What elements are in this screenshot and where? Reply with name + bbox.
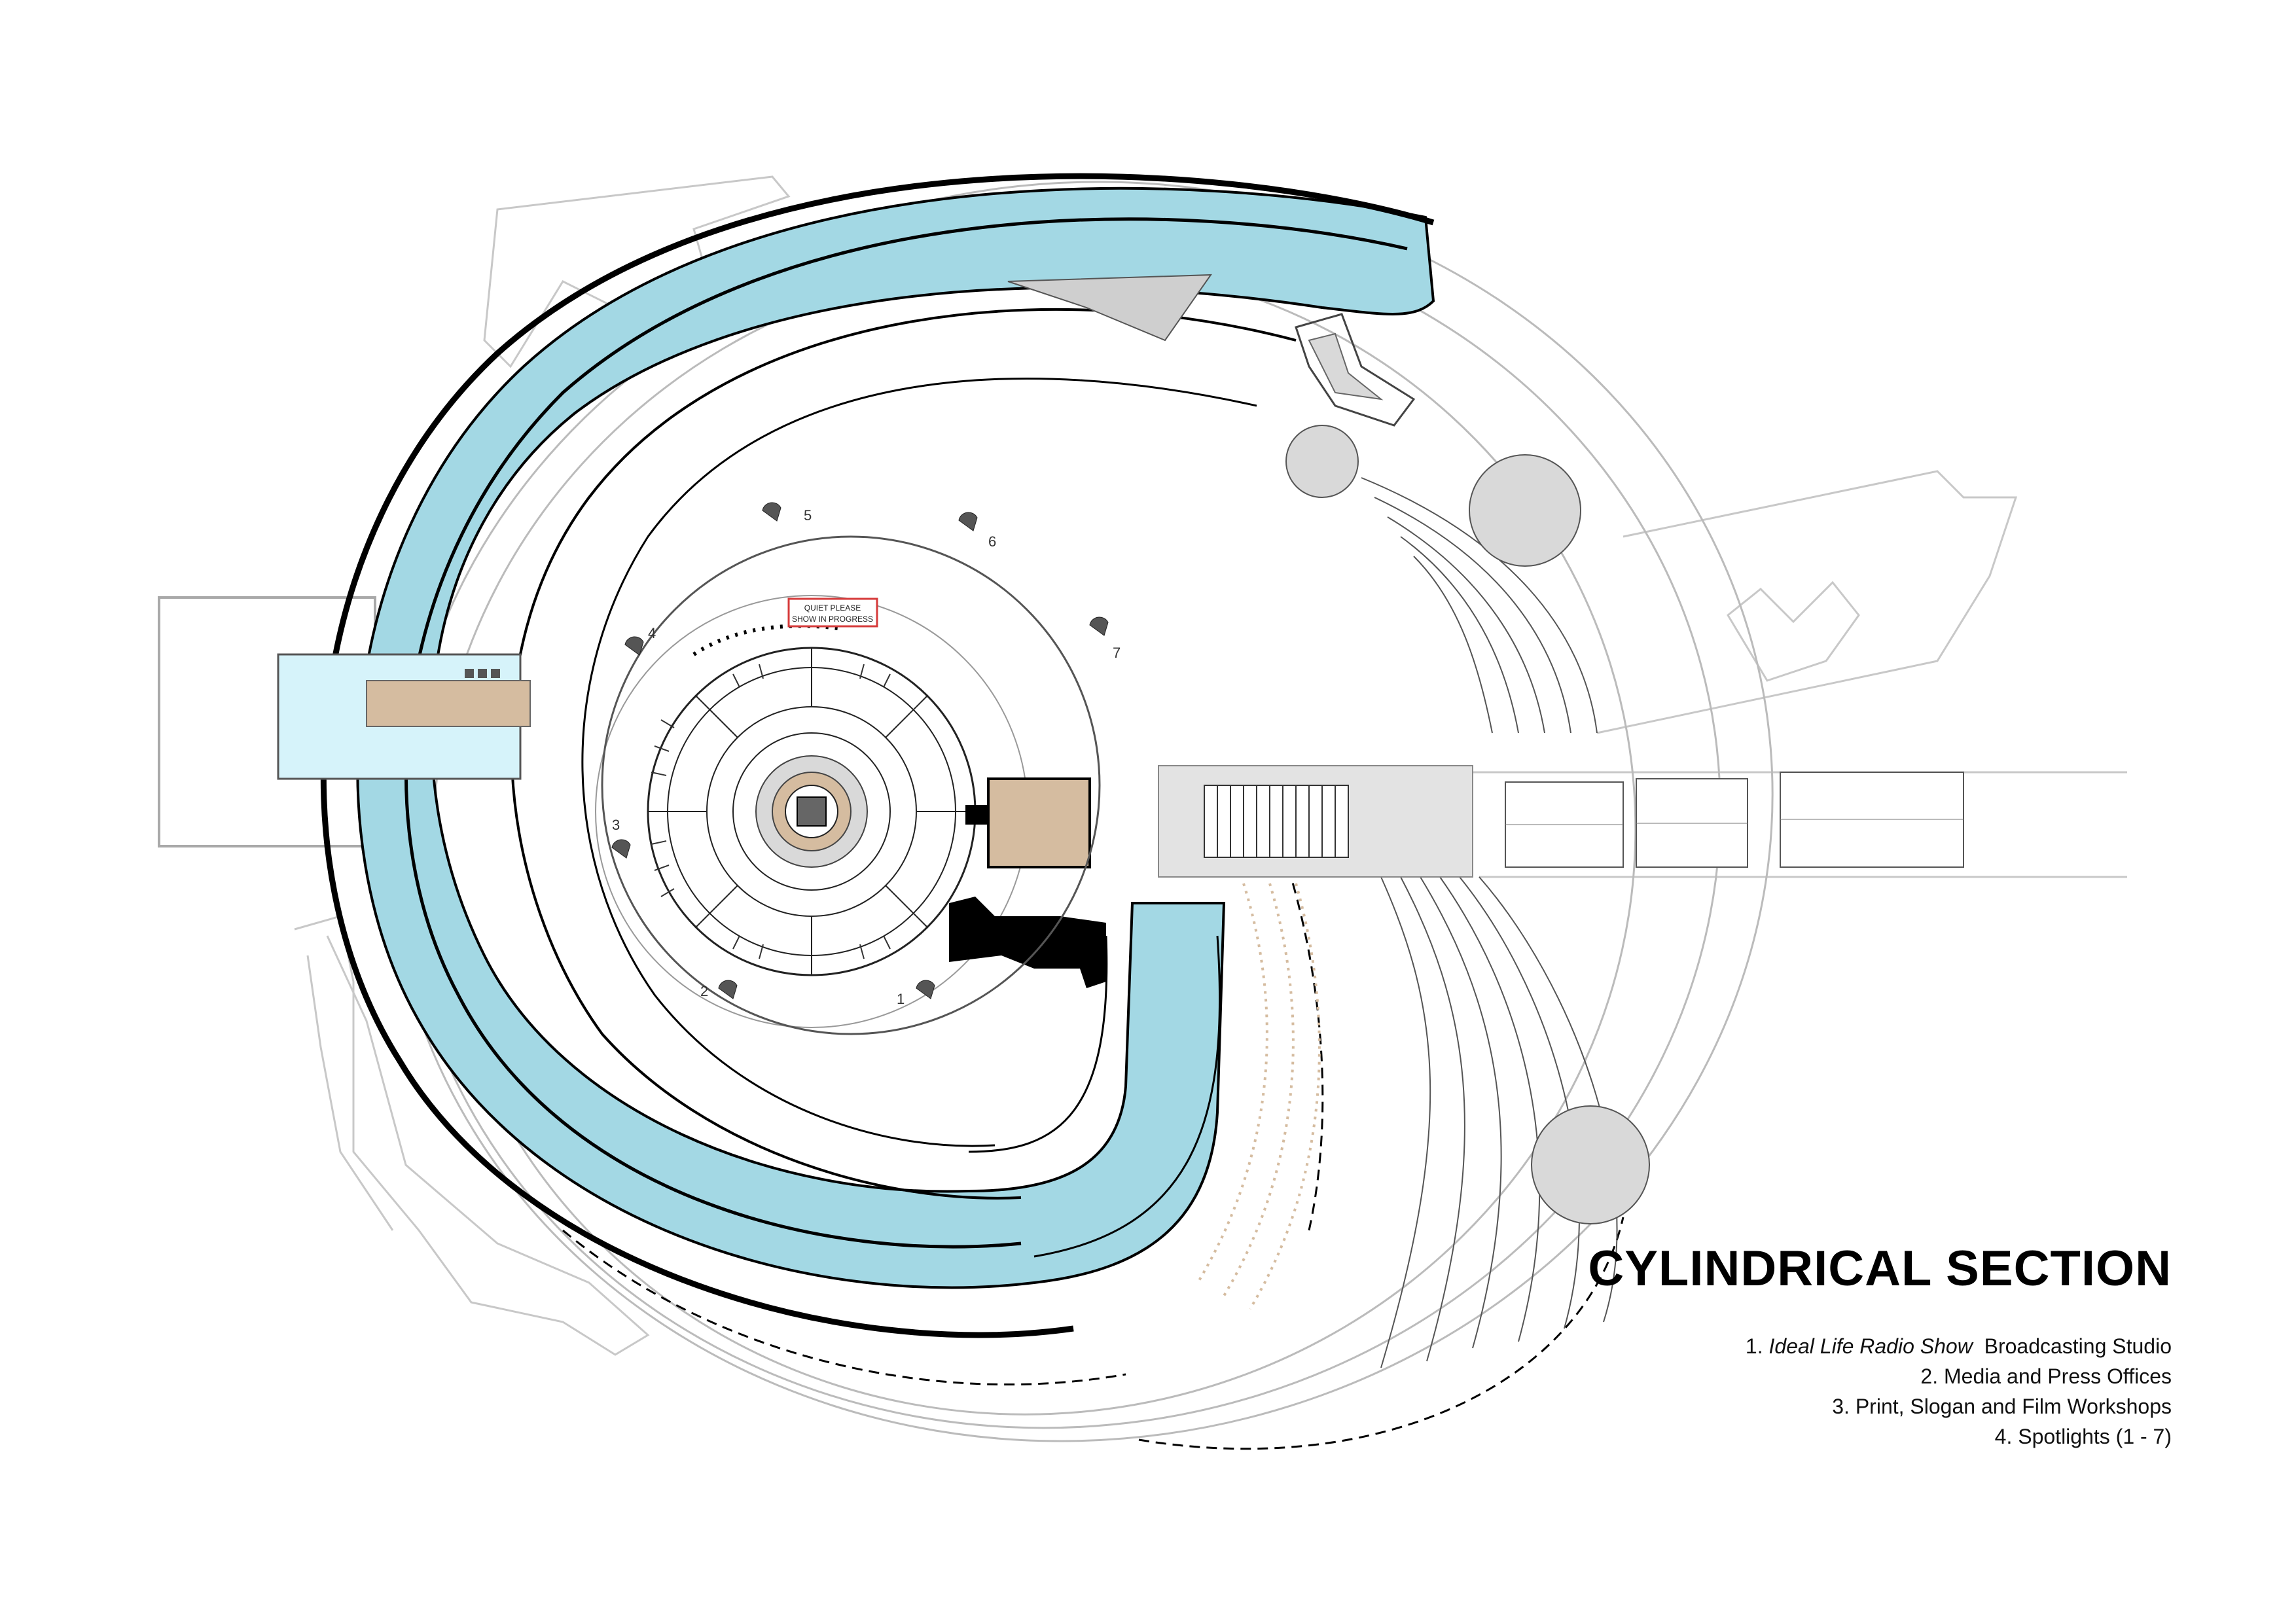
light-disc-east xyxy=(1469,454,1581,567)
spotlight-marker-2 xyxy=(718,980,738,999)
spotlight-marker-1 xyxy=(916,980,935,999)
light-disc-north xyxy=(1285,425,1359,498)
legend: CYLINDRICAL SECTION 1. Ideal Life Radio … xyxy=(1588,1240,2172,1452)
spotlight-marker-5 xyxy=(762,502,781,522)
core-broadcast-box xyxy=(797,796,827,827)
sign-line-2: SHOW IN PROGRESS xyxy=(792,615,873,624)
studio-connector xyxy=(965,805,988,825)
east-pavilion-lines xyxy=(1505,819,1964,825)
spotlight-label-1: 1 xyxy=(897,991,905,1007)
east-bleacher xyxy=(1204,785,1349,858)
sign-line-1: QUIET PLEASE xyxy=(804,603,861,613)
north-zigzag-outline xyxy=(1295,313,1416,427)
legend-item-3: 3. Print, Slogan and Film Workshops xyxy=(1832,1395,2172,1418)
inner-dotted-ring xyxy=(692,624,838,656)
legend-item-1: 1. Ideal Life Radio Show Broadcasting St… xyxy=(1745,1334,2172,1358)
quiet-please-sign xyxy=(787,597,878,628)
west-bridge-deck xyxy=(366,680,531,727)
radio-studio-box xyxy=(987,777,1091,868)
spotlight-marker-4 xyxy=(624,636,644,656)
spotlight-marker-7 xyxy=(1089,616,1109,636)
floor-outline xyxy=(601,535,1101,1035)
drawing-title: CYLINDRICAL SECTION xyxy=(1588,1241,2172,1296)
light-disc-south-east xyxy=(1531,1105,1650,1224)
spotlight-label-2: 2 xyxy=(700,983,708,999)
west-bridge-blocks xyxy=(465,669,500,678)
spotlight-label-6: 6 xyxy=(988,533,996,550)
spotlight-markers xyxy=(611,502,1109,999)
site-outline-south-west xyxy=(294,915,650,1356)
north-stair-wedge xyxy=(1007,274,1212,342)
spotlight-label-7: 7 xyxy=(1113,645,1121,661)
site-outline-south-west-inner xyxy=(306,955,394,1231)
black-building-block xyxy=(949,897,1106,988)
stair-treads xyxy=(651,664,891,959)
spotlight-label-4: 4 xyxy=(648,625,656,641)
spotlight-label-5: 5 xyxy=(804,507,812,524)
spotlight-label-3: 3 xyxy=(612,817,620,833)
site-outline-east-shape xyxy=(1727,580,1860,682)
east-bleacher-rows xyxy=(1217,785,1336,857)
tan-seating-dots xyxy=(1196,883,1321,1310)
legend-item-2: 2. Media and Press Offices xyxy=(1920,1364,2172,1388)
spotlight-marker-6 xyxy=(958,512,978,531)
spotlight-marker-3 xyxy=(611,839,631,859)
north-zigzag-inner xyxy=(1308,332,1384,401)
east-fan-arcs xyxy=(1361,477,1618,1368)
site-outline-east xyxy=(1596,470,2018,734)
legend-item-4: 4. Spotlights (1 - 7) xyxy=(1994,1425,2172,1448)
water-spiral-band xyxy=(356,187,1435,1289)
